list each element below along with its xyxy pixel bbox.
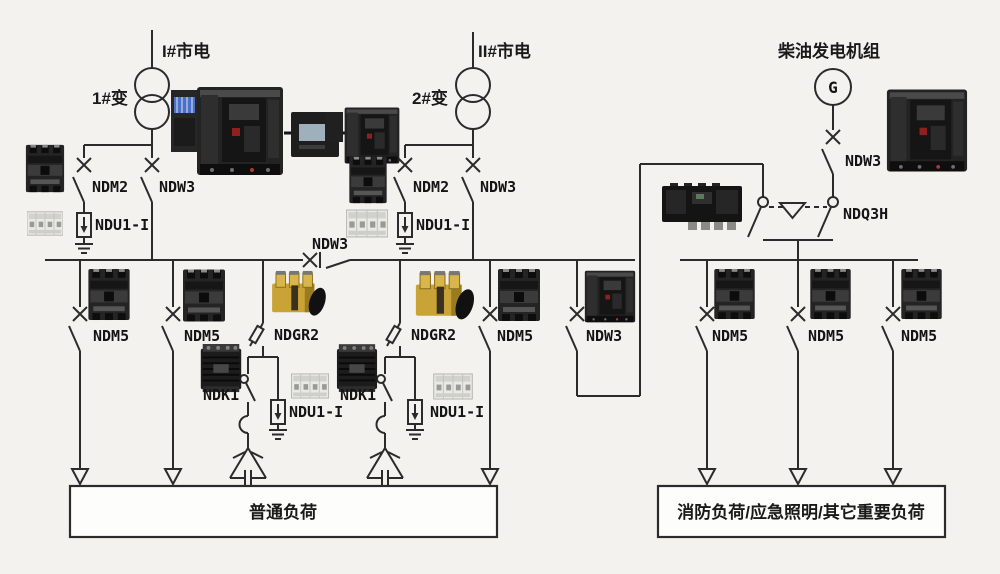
contactor-product-photo-2 [336, 344, 378, 393]
label-ndw3-1: NDW3 [159, 178, 195, 196]
acb-product-photo-feeder [584, 270, 636, 323]
fuse-switch-ndgr2-1-symbol [248, 322, 265, 347]
label-ndw3-feeder: NDW3 [586, 327, 622, 345]
critical-load-label: 消防负荷/应急照明/其它重要负荷 [677, 502, 924, 522]
normal-load-box [68, 484, 499, 539]
feeder-ndm5-l3-symbol [478, 306, 498, 352]
label-ndm2-1: NDM2 [92, 178, 128, 196]
load-arrow-6 [884, 468, 902, 485]
capacitor-bank-1-symbol [229, 447, 267, 486]
label-ndw3-tie: NDW3 [312, 235, 348, 253]
label-ndu1-4: NDU1-I [430, 403, 484, 421]
label-ndw3-2: NDW3 [480, 178, 516, 196]
load-arrow-5 [789, 468, 807, 485]
label-ndm5-l2: NDM5 [184, 327, 220, 345]
breaker-generator-ndw3-symbol [821, 129, 841, 175]
ground-4 [405, 429, 425, 440]
label-ndm5-r3: NDM5 [901, 327, 937, 345]
load-arrow-2 [164, 468, 182, 485]
fuse-switch-product-photo-1 [271, 270, 328, 318]
feeder-ndm5-r3-symbol [881, 306, 901, 352]
feeder-ndm5-l1-symbol [68, 306, 88, 352]
load-arrow-4 [698, 468, 716, 485]
spd-product-photo-4 [433, 373, 473, 400]
capacitor-bank-2-symbol [366, 447, 404, 486]
label-ndgr2-2: NDGR2 [411, 326, 456, 344]
breaker-ndm2-1-symbol [72, 157, 92, 203]
breaker-ndm2-2-symbol [393, 157, 413, 203]
label-ndm5-l1: NDM5 [93, 327, 129, 345]
label-ndgr2-1: NDGR2 [274, 326, 319, 344]
ats-product-photo [662, 183, 742, 230]
fuse-switch-product-photo-2 [415, 270, 478, 322]
bus-tie-ndw3-symbol [302, 252, 351, 269]
contactor-ndk1-1-symbol [238, 374, 256, 434]
mccb-product-photo-3 [88, 268, 130, 321]
mccb-product-photo-7 [810, 268, 851, 320]
mccb-product-photo-1 [25, 144, 65, 193]
normal-load-label: 普通负荷 [249, 502, 317, 522]
mccb-product-photo-6 [714, 268, 755, 320]
fuse-switch-ndgr2-2-symbol [385, 322, 402, 347]
label-ndq3h: NDQ3H [843, 205, 888, 223]
transformer2-symbol [455, 67, 491, 130]
transformer2-label: 2#变 [412, 88, 448, 108]
ats-ndq3h-symbol [747, 196, 839, 238]
acb-product-photo-main1 [171, 87, 283, 175]
mccb-product-photo-8 [901, 268, 942, 320]
spd-product-photo-3 [291, 373, 329, 399]
critical-load-box [656, 484, 947, 539]
breaker-ndw3-2-symbol [461, 157, 481, 203]
utility2-label: II#市电 [478, 41, 531, 61]
spd-ndu1-2-symbol [397, 212, 413, 238]
label-ndk1-2: NDK1 [340, 386, 376, 404]
spd-ndu1-1-symbol [76, 212, 92, 238]
spd-product-photo-2 [346, 209, 388, 238]
label-ndm2-2: NDM2 [413, 178, 449, 196]
feeder-ndw3-symbol [565, 306, 585, 352]
label-ndm5-r2: NDM5 [808, 327, 844, 345]
feeder-ndm5-l2-symbol [161, 306, 181, 352]
acb-product-photo-generator [886, 89, 968, 172]
contactor-product-photo-1 [199, 344, 243, 394]
label-ndu1-3: NDU1-I [289, 403, 343, 421]
label-ndk1-1: NDK1 [203, 386, 239, 404]
label-ndm5-l3: NDM5 [497, 327, 533, 345]
ground-3 [268, 429, 288, 440]
wiring-lines [45, 30, 918, 468]
load-arrow-1 [71, 468, 89, 485]
ground-1 [74, 243, 94, 254]
ground-2 [395, 243, 415, 254]
spd-product-photo-1 [27, 211, 63, 236]
mccb-product-photo-2 [349, 156, 387, 204]
load-arrow-3 [481, 468, 499, 485]
label-ndu1-2: NDU1-I [416, 216, 470, 234]
feeder-ndm5-r2-symbol [786, 306, 806, 352]
label-ndm5-r1: NDM5 [712, 327, 748, 345]
mccb-product-photo-4 [183, 269, 225, 322]
transformer1-symbol [134, 67, 170, 130]
transformer1-label: 1#变 [92, 88, 128, 108]
mccb-product-photo-5 [498, 269, 540, 321]
label-ndu1-1: NDU1-I [95, 216, 149, 234]
utility1-label: I#市电 [162, 41, 210, 61]
label-ndw3-generator: NDW3 [845, 152, 881, 170]
generator-letter: G [828, 78, 838, 97]
generator-symbol: G [814, 68, 852, 106]
breaker-ndw3-1-symbol [140, 157, 160, 203]
spd-ndu1-4-symbol [407, 399, 423, 425]
generator-label: 柴油发电机组 [777, 41, 880, 61]
acb-product-photo-main2 [325, 107, 400, 164]
spd-ndu1-3-symbol [270, 399, 286, 425]
